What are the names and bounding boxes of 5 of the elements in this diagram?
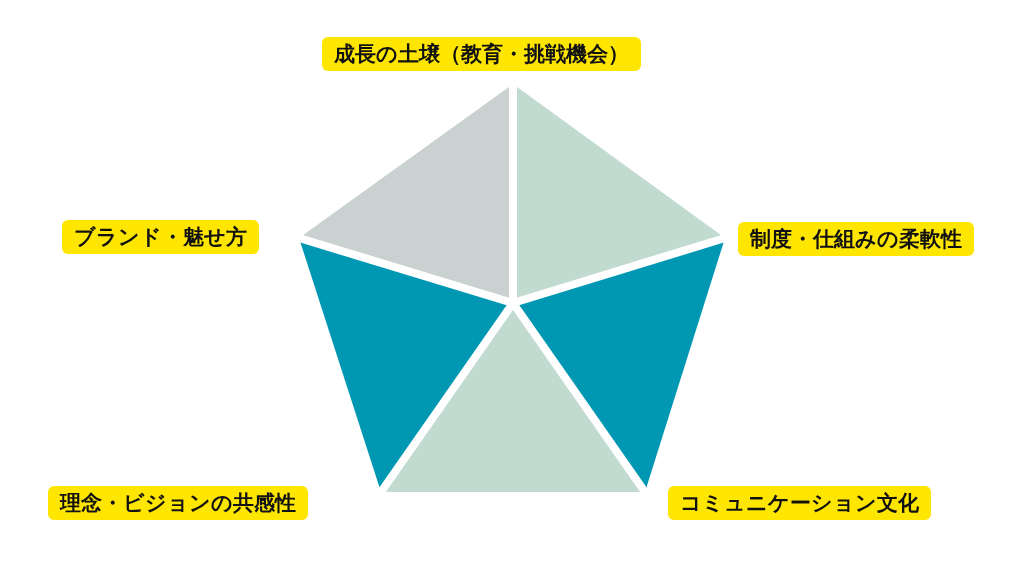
label-tag: 成長の土壌（教育・挑戦機会） xyxy=(322,37,641,71)
label-tag: 理念・ビジョンの共感性 xyxy=(48,486,308,520)
label-tag: 制度・仕組みの柔軟性 xyxy=(738,222,974,256)
label-tag: ブランド・魅せ方 xyxy=(62,220,259,254)
label-tag: コミュニケーション文化 xyxy=(668,486,931,520)
